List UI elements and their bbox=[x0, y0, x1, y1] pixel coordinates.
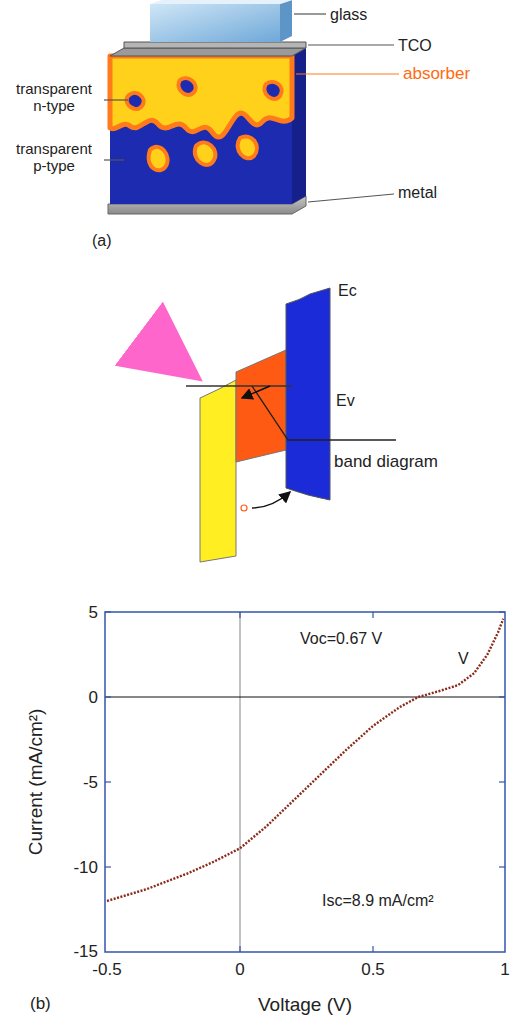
part-label: TCO bbox=[398, 37, 432, 55]
band-diagram bbox=[150, 288, 396, 562]
tick-label: 5 bbox=[89, 603, 98, 623]
part-label: transparent n-type bbox=[8, 80, 100, 115]
caption-label: band diagram bbox=[334, 452, 438, 472]
annotation: V bbox=[458, 650, 469, 668]
part-label: metal bbox=[398, 184, 437, 202]
panel-label: (a) bbox=[92, 232, 112, 250]
part-label: glass bbox=[330, 6, 367, 24]
axis-title: Current (mA/cm²) bbox=[25, 709, 47, 856]
panel-label: (b) bbox=[30, 994, 51, 1014]
tick-label: 0 bbox=[235, 960, 244, 980]
tick-label: 1 bbox=[500, 960, 509, 980]
annotation: Isc=8.9 mA/cm² bbox=[322, 892, 434, 910]
tick-label: 0.5 bbox=[361, 960, 385, 980]
device-sketch bbox=[104, 0, 399, 214]
tick-label: -0.5 bbox=[92, 960, 121, 980]
axis-title: Voltage (V) bbox=[258, 994, 352, 1016]
annotation: Voc=0.67 V bbox=[300, 630, 382, 648]
tick-label: 0 bbox=[89, 688, 98, 708]
iv-chart bbox=[105, 612, 505, 952]
part-label: transparent p-type bbox=[8, 140, 100, 175]
tick-label: -15 bbox=[73, 942, 98, 962]
band-label: Ev bbox=[336, 392, 355, 410]
tick-label: -5 bbox=[83, 773, 98, 793]
band-label: Ec bbox=[338, 282, 357, 300]
tick-label: -10 bbox=[73, 858, 98, 878]
part-label: absorber bbox=[403, 64, 470, 84]
